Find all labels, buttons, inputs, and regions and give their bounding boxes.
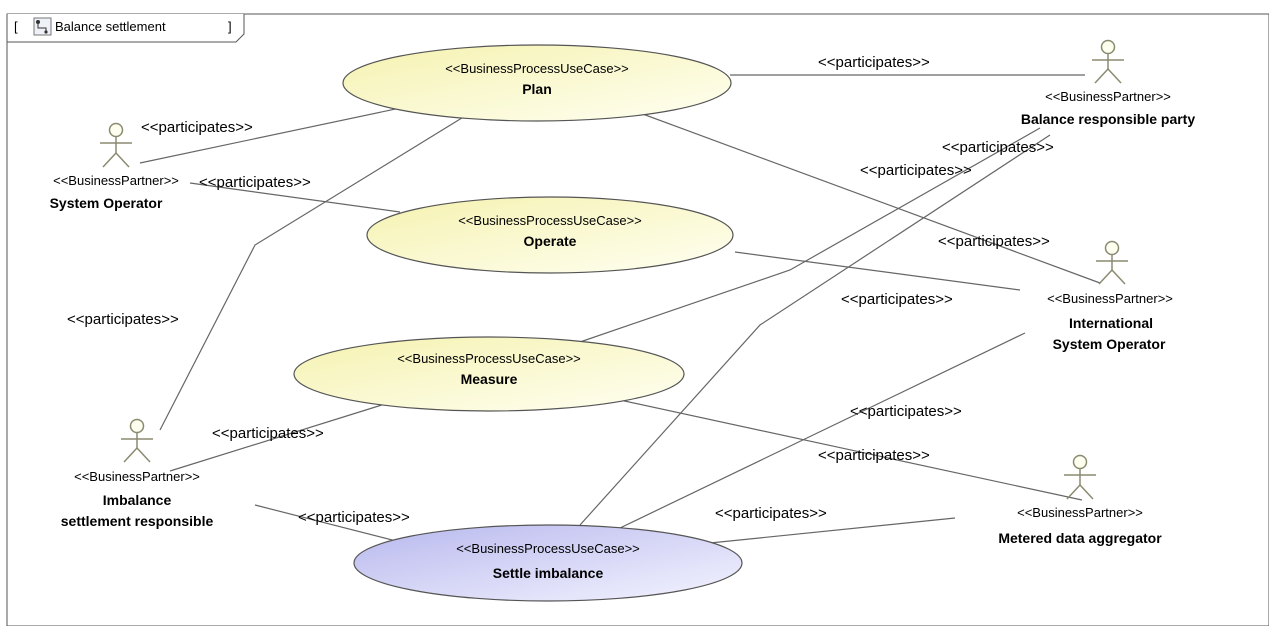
assoc-settle-intl <box>619 332 1026 529</box>
label-sysop-operate: <<participates>> <box>199 174 311 191</box>
associations <box>139 74 1101 544</box>
frame-border <box>6 13 1269 626</box>
actor-balance-stereotype: <<BusinessPartner>> <box>1045 89 1171 104</box>
use-case-plan[interactable]: <<BusinessProcessUseCase>> Plan <box>342 44 732 122</box>
actor-imbalance-name-line1: Imbalance <box>103 492 172 508</box>
use-case-operate-stereotype: <<BusinessProcessUseCase>> <box>458 213 642 228</box>
actor-imbalance-stereotype: <<BusinessPartner>> <box>74 469 200 484</box>
frame-title: Balance settlement <box>55 19 166 34</box>
use-case-plan-name: Plan <box>522 81 552 97</box>
assoc-plan-imbalance <box>159 112 471 431</box>
use-case-measure[interactable]: <<BusinessProcessUseCase>> Measure <box>293 336 685 412</box>
use-case-settle-stereotype: <<BusinessProcessUseCase>> <box>456 541 640 556</box>
actor-icon <box>1092 39 1124 84</box>
assoc-settle-balance <box>579 134 1051 526</box>
label-plan-intl: <<participates>> <box>938 233 1050 250</box>
label-operate-intl: <<participates>> <box>841 291 953 308</box>
label-plan-imbalance: <<participates>> <box>67 311 179 328</box>
label-balance-1: <<participates>> <box>942 139 1054 156</box>
use-case-measure-stereotype: <<BusinessProcessUseCase>> <box>397 351 581 366</box>
assoc-measure-metered <box>619 399 1083 501</box>
activity-diagram-icon <box>33 17 52 36</box>
assoc-operate-intl <box>734 251 1021 291</box>
assoc-plan-intl <box>639 112 1101 284</box>
actor-metered-data-aggregator[interactable]: <<BusinessPartner>> Metered data aggrega… <box>998 454 1162 547</box>
actor-international-system-operator[interactable]: <<BusinessPartner>> International System… <box>1047 240 1173 353</box>
actor-icon <box>121 418 153 463</box>
use-case-plan-stereotype: <<BusinessProcessUseCase>> <box>445 61 629 76</box>
actor-balance-name: Balance responsible party <box>1021 111 1196 127</box>
actor-intl-name-line1: International <box>1069 315 1153 331</box>
assoc-sysop-plan <box>139 106 406 164</box>
use-case-measure-name: Measure <box>461 371 518 387</box>
frame-bracket-close: ] <box>228 19 232 34</box>
actor-icon <box>100 122 132 168</box>
assoc-sysop-operate <box>189 182 401 213</box>
actor-balance-responsible-party[interactable]: <<BusinessPartner>> Balance responsible … <box>1021 39 1196 128</box>
actor-system-operator-name: System Operator <box>50 195 163 211</box>
actor-icon <box>1096 240 1128 285</box>
actor-imbalance-name-line2: settlement responsible <box>61 513 214 529</box>
label-measure-metered: <<participates>> <box>818 447 930 464</box>
label-settle-imbalance: <<participates>> <box>298 509 410 526</box>
assoc-settle-imbalance <box>254 504 401 543</box>
assoc-measure-balance <box>579 127 1041 343</box>
label-settle-intl: <<participates>> <box>850 403 962 420</box>
actor-intl-name-line2: System Operator <box>1053 336 1166 352</box>
actor-system-operator-stereotype: <<BusinessPartner>> <box>53 173 179 188</box>
label-measure-imbalance: <<participates>> <box>212 425 324 442</box>
frame-bracket-open: [ <box>14 19 18 34</box>
frame-tab <box>6 14 245 43</box>
label-balance-2: <<participates>> <box>860 162 972 179</box>
actor-icon <box>1064 454 1096 500</box>
use-case-operate[interactable]: <<BusinessProcessUseCase>> Operate <box>366 196 734 274</box>
assoc-measure-imbalance <box>169 403 386 472</box>
actor-intl-stereotype: <<BusinessPartner>> <box>1047 291 1173 306</box>
label-settle-metered: <<participates>> <box>715 505 827 522</box>
assoc-settle-metered <box>709 517 956 544</box>
use-case-operate-name: Operate <box>524 233 577 249</box>
relationship-labels: <<participates>> <<participates>> <<part… <box>67 54 1054 526</box>
actor-metered-stereotype: <<BusinessPartner>> <box>1017 505 1143 520</box>
use-case-settle-name: Settle imbalance <box>493 565 604 581</box>
label-plan-balance: <<participates>> <box>818 54 930 71</box>
use-case-settle-imbalance[interactable]: <<BusinessProcessUseCase>> Settle imbala… <box>353 524 743 602</box>
actor-metered-name: Metered data aggregator <box>998 530 1162 546</box>
actor-imbalance-settlement-responsible[interactable]: <<BusinessPartner>> Imbalance settlement… <box>61 418 214 530</box>
label-sysop-plan: <<participates>> <box>141 119 253 136</box>
actor-system-operator[interactable]: <<BusinessPartner>> System Operator <box>50 122 179 212</box>
